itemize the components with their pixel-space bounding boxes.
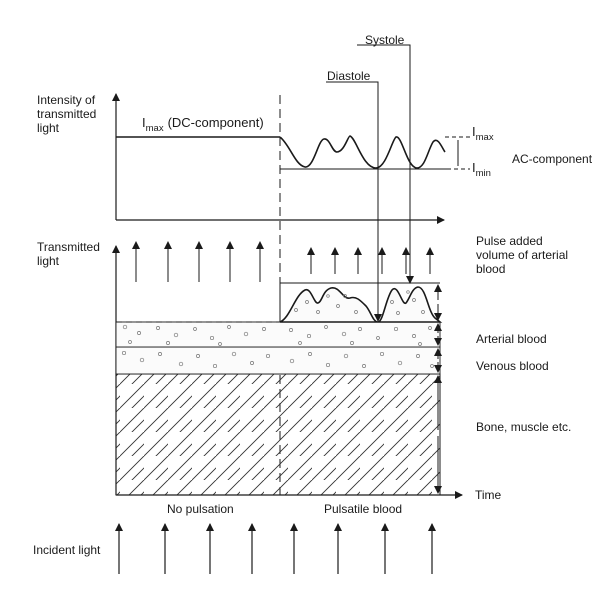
diastole-pointer [326, 81, 382, 322]
imax-right-label: Imax [472, 124, 494, 143]
incident-arrows [115, 523, 436, 574]
pulse-added-label: Pulse added volume of arterial blood [476, 234, 571, 276]
venous-label: Venous blood [476, 359, 549, 373]
pulse-added-volume [279, 286, 443, 323]
ac-waveform [279, 135, 446, 169]
systole-label: Systole [365, 33, 405, 47]
bone-label: Bone, muscle etc. [476, 420, 571, 434]
phase-pointers [326, 44, 414, 322]
pulsatile-label: Pulsatile blood [324, 502, 402, 516]
imin-right-label: Imin [472, 160, 491, 179]
arterial-blood-layer [115, 321, 441, 348]
systole-pointer [357, 44, 414, 284]
incident-label: Incident light [33, 543, 101, 557]
venous-blood-layer [115, 346, 441, 375]
no-pulsation-label: No pulsation [167, 502, 234, 516]
transmitted-arrows [132, 241, 434, 282]
intensity-label: Intensity of transmitted light [37, 93, 100, 135]
blood-cell-dots [121, 324, 434, 369]
arterial-label: Arterial blood [476, 332, 547, 346]
time-label: Time [475, 488, 502, 502]
pulse-volume-dots [294, 290, 425, 315]
text-labels: Intensity of transmitted light Imax(DC-c… [33, 33, 593, 557]
bone-muscle-layer [115, 373, 441, 496]
ac-component-label: AC-component [512, 152, 593, 166]
imax-dc-label: Imax(DC-component) [142, 115, 264, 134]
intensity-graph [112, 93, 470, 224]
transmitted-label: Transmitted light [37, 240, 103, 268]
tissue-layers [112, 245, 463, 499]
diastole-label: Diastole [327, 69, 371, 83]
